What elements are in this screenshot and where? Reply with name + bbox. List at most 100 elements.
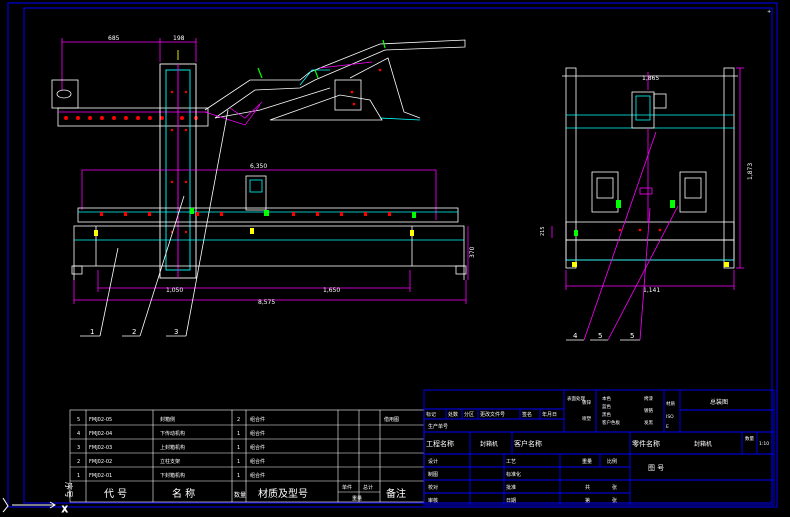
finish-opt-black: 发黑	[644, 419, 653, 426]
pl-header-material: 材质及型号	[258, 487, 308, 500]
finish-opt-chrome: 镀铬	[644, 407, 653, 414]
pl-header-single: 单件	[342, 484, 352, 491]
check-label: 校对	[428, 484, 438, 491]
standardize-label: 标准化	[506, 471, 521, 478]
pl-row1-name: 封箱侧	[160, 416, 175, 423]
dim-685: 685	[108, 35, 120, 42]
rev-h6: 年月日	[542, 411, 557, 418]
pl-header-weight: 重量	[352, 495, 362, 502]
boom-arm	[204, 39, 466, 121]
pl-header-no: 序号	[64, 482, 74, 498]
rev-h5: 签名	[522, 411, 532, 418]
pl-header-name: 名 称	[172, 487, 195, 500]
callout-2: 2	[132, 328, 136, 336]
finish-opt-bake: 烤漆	[644, 395, 653, 402]
side-dimensions	[551, 67, 744, 290]
dim-1873: 1,873	[747, 163, 754, 180]
column-frame	[159, 50, 197, 279]
total-sheets-label: 共	[585, 484, 590, 491]
front-view: 685 198	[51, 35, 476, 337]
dim-side: 215	[540, 226, 546, 236]
svg-text:+: +	[767, 9, 771, 15]
dim-1865: 1,865	[642, 75, 659, 82]
part-name: 封箱机	[694, 440, 712, 448]
pl-row5-name: 下封箱机构	[160, 472, 185, 479]
dim-1141: 1,141	[643, 287, 660, 294]
parts-list: 5 FMJ02-05 封箱侧 2 组合件 借用图 4 FMJ02-04 下传动机…	[64, 409, 425, 503]
pl-header-code: 代 号	[104, 488, 127, 500]
pl-row2-material: 组合件	[250, 430, 265, 437]
pl-row3-name: 上封箱机构	[160, 444, 185, 451]
pl-header-note: 备注	[386, 487, 406, 500]
review-label: 审核	[428, 497, 438, 504]
pl-row1-material: 组合件	[250, 416, 265, 423]
pl-row2-name: 下传动机构	[160, 430, 185, 437]
lift-cylinder	[631, 91, 667, 222]
weight-label: 重量	[582, 458, 592, 465]
iso-a: ISO	[666, 414, 674, 420]
boom-accents	[204, 61, 373, 126]
boom-highlights	[257, 39, 386, 79]
pl-row2-no: 4	[77, 431, 80, 437]
customer-label: 客户名称	[514, 439, 542, 448]
craft-label: 工艺	[506, 459, 516, 465]
rev-h2: 处数	[448, 411, 458, 418]
callout-5b: 5	[630, 332, 634, 340]
pl-row5-code: FMJ02-01	[89, 473, 112, 479]
surface-label: 表面处理	[567, 395, 585, 402]
callout-1: 1	[90, 328, 94, 336]
dimension-bottom	[73, 226, 469, 304]
pl-row5-material: 组合件	[250, 472, 265, 479]
dimension-top	[61, 38, 197, 90]
callout-3: 3	[174, 328, 178, 336]
side-view: 1,873 1,141 1,865 215 4 5 5	[540, 67, 754, 341]
pl-row1-no: 5	[77, 417, 80, 423]
sheet-unit-2: 张	[612, 497, 617, 504]
rev-h3: 分区	[464, 411, 474, 418]
callout-5a: 5	[598, 332, 602, 340]
scale-label: 比例	[607, 458, 617, 465]
dim-1650: 1,650	[323, 287, 340, 294]
callout-leaders-side	[566, 131, 679, 341]
dim-6350: 6,350	[250, 163, 267, 170]
bed-rollers	[100, 212, 391, 216]
pl-row4-no: 2	[77, 459, 80, 465]
production-no-label: 生产单号	[428, 423, 448, 430]
sheet-unit-1: 张	[612, 484, 617, 491]
ucs-icon: X	[2, 497, 69, 515]
pl-row1-note: 借用图	[384, 416, 399, 423]
color-opt-natural: 本色	[602, 395, 611, 402]
pl-row3-code: FMJ02-03	[89, 445, 112, 451]
date-label: 日期	[506, 498, 516, 504]
pl-header-total: 总计	[363, 484, 373, 491]
material-label: 材质	[666, 400, 675, 407]
approve-label: 批准	[506, 484, 516, 491]
rev-h4: 更改文件号	[480, 411, 505, 418]
svg-text:X: X	[62, 505, 68, 514]
pl-row5-qty: 1	[237, 473, 240, 479]
pl-row5-no: 1	[77, 473, 80, 479]
pl-row4-qty: 1	[237, 459, 240, 465]
callout-4: 4	[573, 332, 578, 340]
iso-b: E	[666, 424, 669, 430]
title-block: 标记 处数 分区 更改文件号 签名 年月日 生产单号 表面处理 镀锌 喷塑 本色…	[423, 389, 775, 506]
dim-370: 370	[469, 246, 476, 258]
surface-opt-zinc: 镀锌	[582, 399, 591, 406]
callout-leaders-front	[80, 109, 229, 337]
pl-row3-no: 3	[77, 445, 80, 451]
dim-1050: 1,050	[166, 287, 183, 294]
project-name-label: 工程名称	[426, 439, 454, 448]
surface-opt-spray: 喷塑	[582, 415, 591, 422]
upper-conveyor	[51, 79, 209, 127]
pl-row1-qty: 2	[237, 417, 240, 423]
dim-198: 198	[173, 35, 185, 42]
rev-h1: 标记	[426, 411, 436, 418]
part-name-label: 零件名称	[632, 439, 660, 448]
pl-row2-qty: 1	[237, 431, 240, 437]
project-name: 封箱机	[480, 440, 498, 448]
dim-8575: 8,575	[258, 299, 275, 306]
pl-row4-material: 组合件	[250, 458, 265, 465]
pl-row2-code: FMJ02-04	[89, 431, 112, 437]
side-housings	[591, 171, 707, 213]
